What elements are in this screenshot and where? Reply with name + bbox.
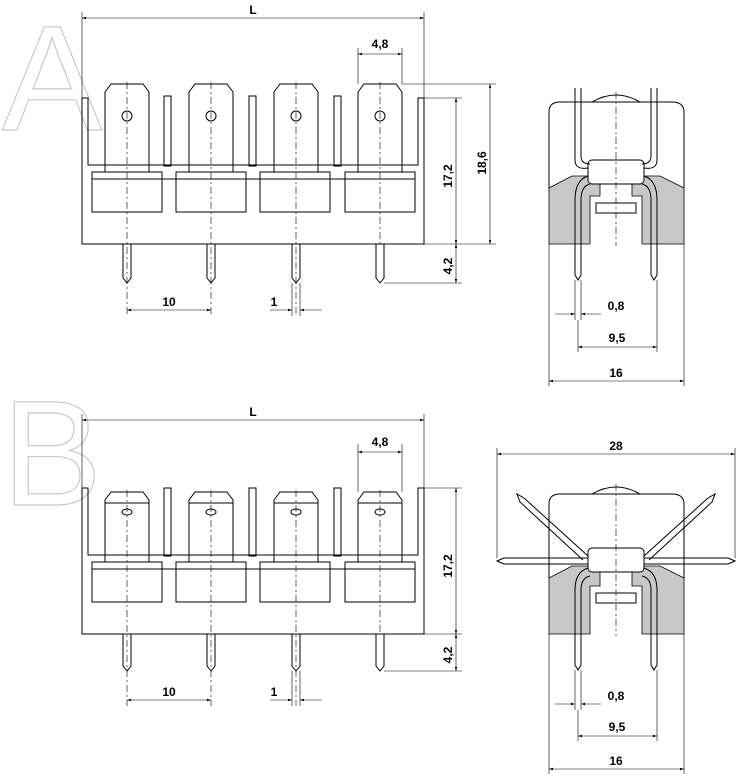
terminal-block-body [81,97,425,245]
dim-total-height: 18,6 [475,151,489,175]
dim-side-pitch: 9,5 [609,331,626,345]
dim-pin-diameter: 1 [271,295,278,309]
dim-length: L [249,3,256,17]
view-b-front: L 4,8 17,2 4,2 10 1 [81,405,462,706]
separator [333,487,342,557]
chamber [259,171,331,213]
pin [375,244,385,284]
view-letter-a: A [2,0,102,162]
dim-side-width: 16 [609,366,623,380]
dim-pitch: 10 [162,295,176,309]
dim-side-width: 16 [609,754,623,768]
chamber [259,561,331,603]
pin [375,634,385,672]
separator [248,487,257,557]
dim-tab-width: 4,8 [372,37,389,51]
separator [163,487,172,557]
separator [248,95,257,167]
dim-pitch: 10 [162,685,176,699]
dim-pin-diameter: 1 [271,685,278,699]
dim-side-pin: 0,8 [608,299,625,313]
separator [333,95,342,167]
view-a-side: 0,8 9,5 16 [548,88,685,386]
dim-body-height: 17,2 [441,164,455,188]
terminal-block-body [81,487,425,635]
dim-tab-width: 4,8 [372,435,389,449]
dim-pin-length: 4,2 [441,646,455,663]
view-a-front: L 4,8 17,2 18,6 4,2 10 1 [81,3,496,316]
dim-side-pitch: 9,5 [609,720,626,734]
view-b-side: 28 0,8 9,5 16 [495,439,737,774]
dim-body-height: 17,2 [441,554,455,578]
dim-length: L [249,405,256,419]
separator [163,95,172,167]
dim-pin-length: 4,2 [441,257,455,274]
dim-side-pin: 0,8 [608,689,625,703]
view-letter-b: B [2,369,102,537]
dim-spread-width: 28 [609,439,623,453]
